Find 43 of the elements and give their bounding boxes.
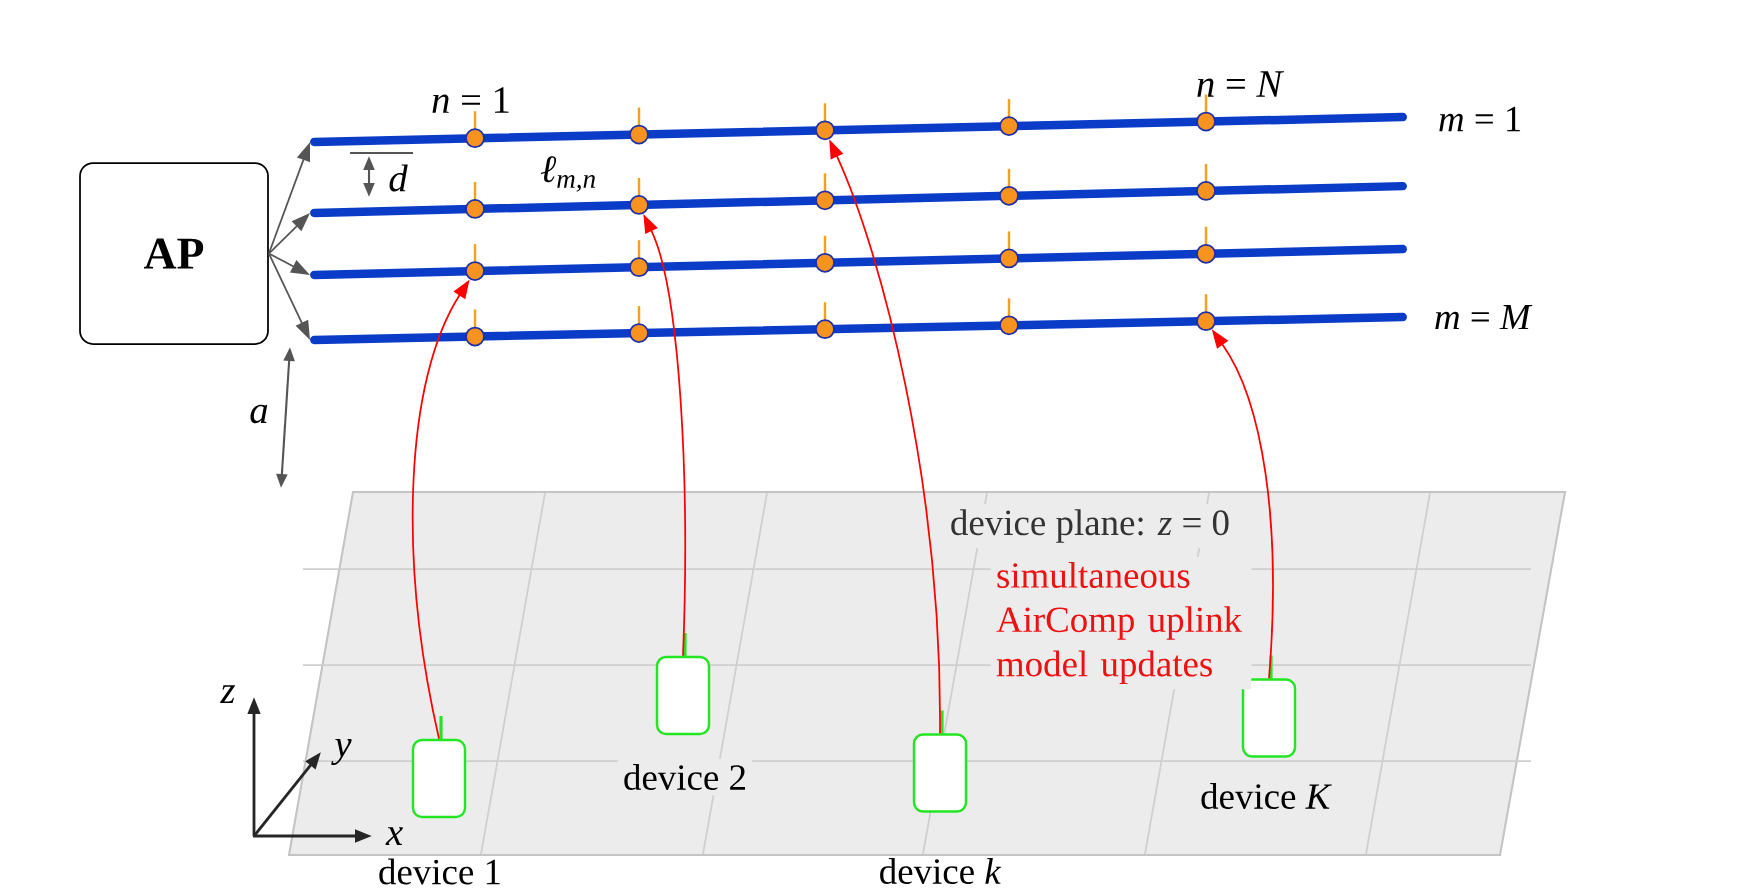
arrow	[268, 213, 310, 255]
antenna-dot	[815, 103, 835, 141]
column-label: n = 1	[432, 87, 509, 113]
waveguide-line	[310, 244, 1407, 280]
antenna-dot	[629, 306, 649, 343]
dimension-label: a	[250, 404, 268, 424]
column-label: n = N	[1197, 71, 1284, 97]
symbol-label: ℓ$_{m,n}$	[540, 156, 595, 192]
device-label: device 2	[617, 758, 753, 796]
row-label: m = 1	[1439, 106, 1521, 132]
antenna-dot	[999, 298, 1019, 336]
antenna-dot	[629, 240, 649, 278]
annotation-text: simultaneous AirComp uplink model updates	[990, 556, 1252, 690]
antenna-dot	[815, 235, 835, 273]
antenna-dot	[629, 177, 649, 215]
antenna-dot	[1196, 226, 1216, 264]
axis-label: x	[385, 827, 403, 845]
antenna-dot	[629, 107, 649, 145]
axis-label: z	[220, 685, 236, 703]
antenna-dot	[815, 302, 835, 340]
waveguide-line	[310, 112, 1407, 147]
antenna-dot	[465, 244, 485, 281]
axis-label: y	[331, 738, 352, 766]
row-label: m = M	[1435, 304, 1533, 330]
device-label: device K	[1194, 777, 1338, 815]
antenna-dot	[815, 173, 835, 211]
device-box	[912, 710, 968, 813]
device-label: device 1	[379, 858, 500, 885]
antenna-dot	[465, 309, 485, 347]
antenna-dot	[999, 99, 1019, 136]
device-box	[411, 716, 467, 819]
antenna-dot	[465, 111, 485, 149]
device-box	[1241, 655, 1297, 758]
dimension-label: d	[389, 164, 408, 192]
antenna-dot	[465, 181, 485, 219]
antenna-dot	[999, 168, 1019, 206]
antenna-dot	[1196, 163, 1216, 201]
access-point-box: AP	[79, 162, 269, 345]
device-label: device k	[880, 858, 1002, 884]
antenna-dot	[1196, 294, 1216, 332]
antenna-dot	[999, 231, 1019, 269]
device-box	[655, 633, 711, 736]
waveguide-line	[310, 312, 1407, 345]
